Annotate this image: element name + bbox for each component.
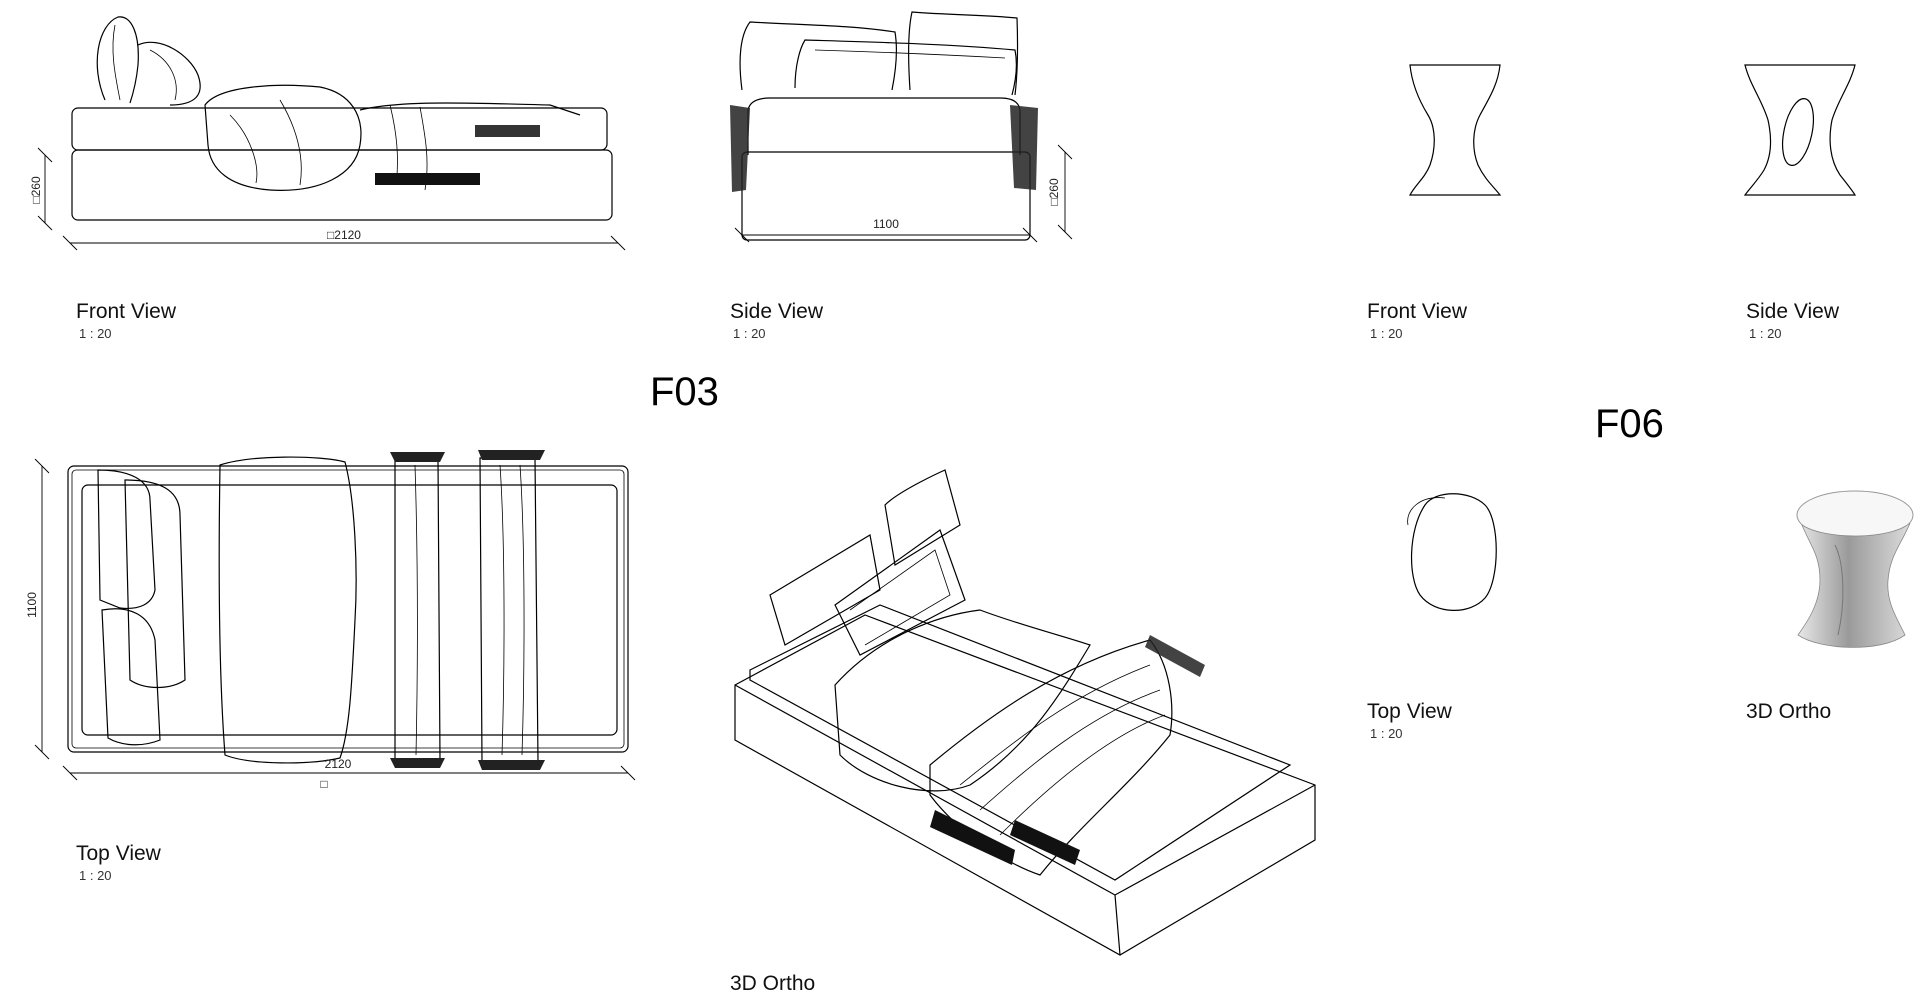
f03-top-view-caption: Top View 1 : 20 — [76, 842, 161, 883]
f03-front-view-scale: 1 : 20 — [79, 326, 112, 341]
f03-3d-ortho-drawing — [730, 465, 1320, 965]
f03-side-width-label: 1100 — [873, 217, 899, 231]
f03-front-view-title: Front View — [76, 300, 176, 323]
f03-front-height-label: □260 — [29, 176, 43, 204]
f03-top-view-scale: 1 : 20 — [79, 868, 112, 883]
f06-front-view-scale: 1 : 20 — [1370, 326, 1403, 341]
f03-front-view-drawing: □260 □2120 — [20, 5, 630, 255]
f03-front-length-label: □2120 — [327, 228, 361, 242]
f06-front-view-caption: Front View 1 : 20 — [1367, 300, 1467, 341]
f03-sheet-code: F03 — [650, 370, 719, 414]
f03-side-view-caption: Side View 1 : 20 — [730, 300, 823, 341]
f06-front-view-drawing — [1400, 60, 1510, 200]
f06-sheet-code: F06 — [1595, 402, 1664, 446]
f03-front-view-caption: Front View 1 : 20 — [76, 300, 176, 341]
f03-top-width-label: 1100 — [25, 592, 39, 618]
f06-side-view-title: Side View — [1746, 300, 1840, 323]
f03-top-view-title: Top View — [76, 842, 161, 865]
f06-top-view-scale: 1 : 20 — [1370, 726, 1403, 741]
f03-side-height-label: □260 — [1047, 178, 1061, 206]
f03-top-view-drawing: 1100 2120 □ — [20, 440, 636, 791]
f03-3d-ortho-title: 3D Ortho — [730, 972, 816, 995]
f06-front-view-title: Front View — [1367, 300, 1467, 323]
f06-side-view-scale: 1 : 20 — [1749, 326, 1782, 341]
f03-side-view-title: Side View — [730, 300, 824, 323]
f06-top-view-caption: Top View 1 : 20 — [1367, 700, 1452, 741]
f03-3d-ortho-caption: 3D Ortho — [730, 972, 815, 996]
f06-side-view-caption: Side View 1 : 20 — [1746, 300, 1839, 341]
f03-side-view-drawing: 1100 □260 — [720, 10, 1090, 250]
f06-3d-ortho-drawing — [1790, 485, 1920, 655]
f06-side-view-drawing — [1740, 60, 1860, 200]
f03-top-length-mark: □ — [320, 777, 327, 791]
f06-3d-ortho-caption: 3D Ortho — [1746, 700, 1831, 724]
f06-top-view-title: Top View — [1367, 700, 1452, 723]
f06-top-view-drawing — [1400, 490, 1510, 620]
f06-3d-ortho-title: 3D Ortho — [1746, 700, 1832, 723]
f03-side-view-scale: 1 : 20 — [733, 326, 766, 341]
f03-top-length-label: 2120 — [325, 757, 352, 771]
